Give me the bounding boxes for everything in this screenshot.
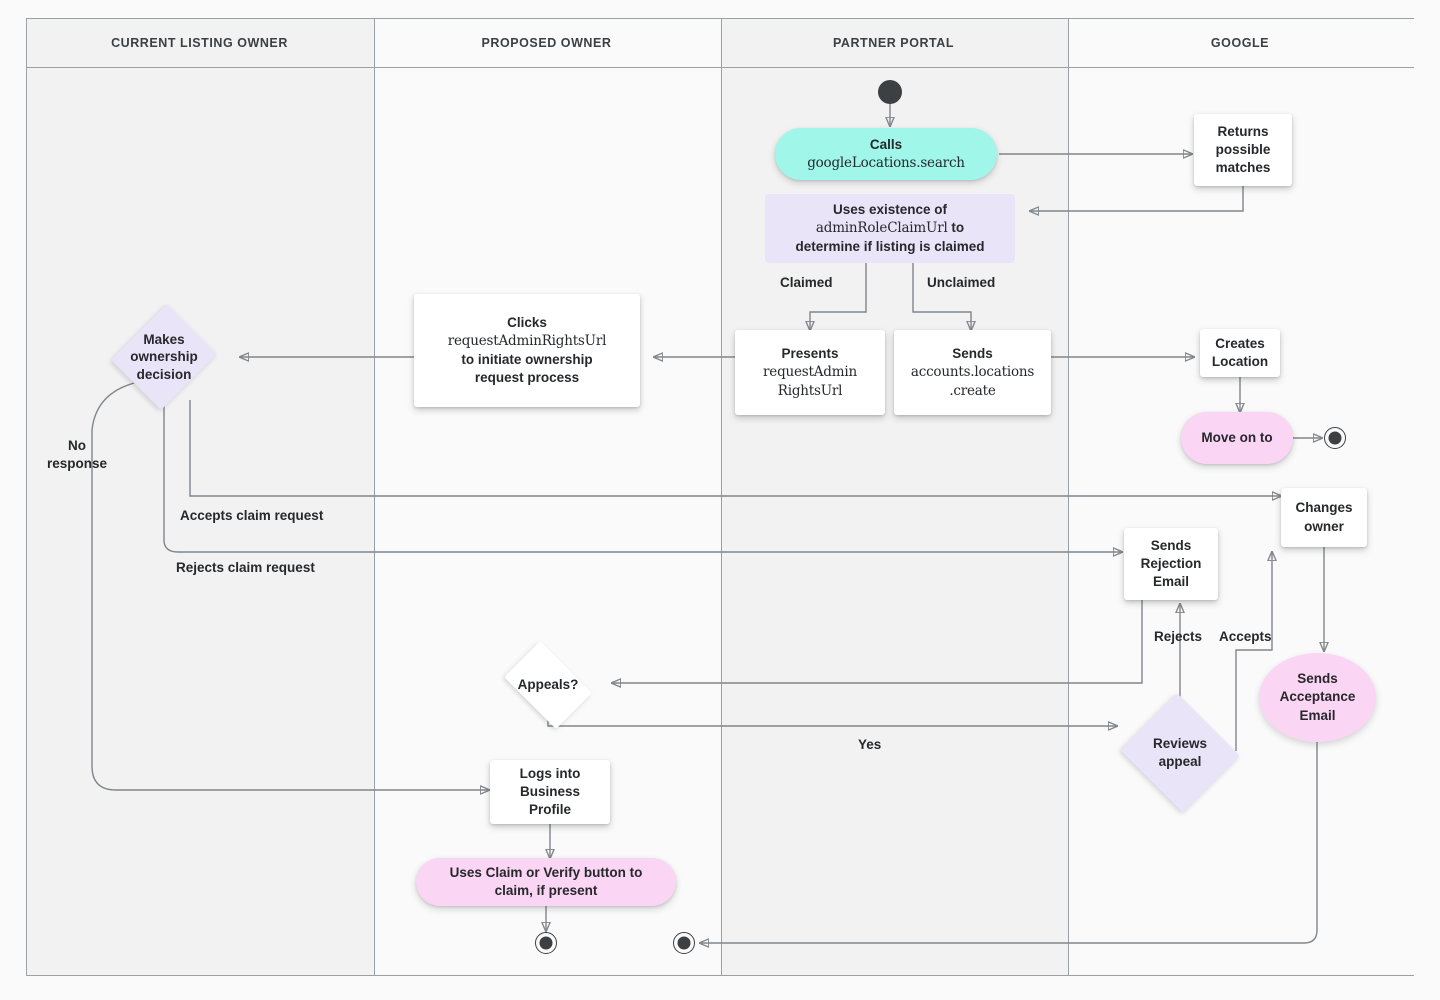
node-creates-location[interactable]: Creates Location (1200, 329, 1280, 377)
edge-accepts-claim-to-changes-owner (189, 400, 1281, 496)
node-label: Appeals? (517, 677, 579, 693)
edge-rejects-claim-to-rejection-email (163, 400, 1122, 552)
end-node-google (1324, 427, 1346, 449)
node-uses-existence-of-admin-role-claim-url[interactable]: Uses existence of adminRoleClaimUrl to d… (765, 194, 1015, 263)
node-makes-ownership-decision[interactable]: Makes ownership decision (111, 301, 217, 413)
node-line-2: googleLocations.search (807, 155, 965, 171)
edge-no-response-to-logs (91, 381, 489, 790)
node-line-2: requestAdminRightsUrl (447, 333, 607, 350)
node-label: Changes owner (1295, 500, 1353, 534)
node-line-1: Presents (781, 346, 839, 362)
node-reviews-appeal[interactable]: Reviews appeal (1117, 693, 1243, 813)
node-label: Logs into Business Profile (519, 765, 581, 818)
node-label: Sends Rejection Email (1140, 537, 1202, 590)
node-returns-possible-matches[interactable]: Returns possible matches (1194, 114, 1292, 186)
swimlane-header-divider (26, 67, 1414, 68)
node-line-1: Uses existence of (832, 202, 948, 218)
edge-label-rejects-claim-request: Rejects claim request (176, 560, 315, 575)
node-line-1: Calls (869, 136, 903, 152)
node-sends-acceptance-email[interactable]: Sends Acceptance Email (1259, 653, 1376, 742)
end-node-proposed-owner (535, 932, 557, 954)
node-appeals-decision[interactable]: Appeals? (496, 641, 600, 729)
node-clicks-request-admin-rights-url[interactable]: Clicks requestAdminRightsUrl to initiate… (414, 294, 640, 407)
edge-uses-unclaimed (912, 263, 971, 330)
node-logs-into-business-profile[interactable]: Logs into Business Profile (490, 760, 610, 824)
node-move-on-to[interactable]: Move on to (1181, 412, 1293, 464)
end-node-partner-portal (673, 932, 695, 954)
edge-returns-to-uses (1030, 186, 1244, 211)
start-node (878, 80, 902, 104)
node-label: Creates Location (1211, 335, 1269, 369)
node-label: Move on to (1201, 429, 1273, 445)
node-line-2-suffix: to (947, 220, 965, 236)
node-label: Makes ownership decision (130, 331, 198, 382)
edge-rejection-email-to-appeals (612, 600, 1143, 683)
edge-acceptance-to-end (700, 742, 1318, 943)
node-line-3: to initiate ownership request process (461, 351, 593, 385)
edge-label-yes: Yes (858, 737, 882, 752)
node-line-1: Clicks (507, 315, 547, 331)
node-label: Returns possible matches (1215, 123, 1271, 176)
node-label: Uses Claim or Verify button to claim, if… (449, 864, 643, 898)
edge-label-accepts-claim-request: Accepts claim request (180, 508, 324, 523)
edge-label-claimed: Claimed (780, 275, 833, 290)
node-line-2: adminRoleClaimUrl to (795, 219, 984, 237)
node-sends-accounts-locations-create[interactable]: Sends accounts.locations .create (894, 330, 1051, 415)
edge-label-no-response: No response (46, 438, 108, 471)
edge-reviews-accepts (1235, 552, 1272, 751)
swimlane-current-listing-owner (27, 19, 374, 975)
edge-appeals-yes-to-reviews (547, 713, 1117, 726)
edge-uses-claimed (810, 263, 867, 330)
node-line-2: accounts.locations .create (910, 364, 1035, 399)
node-label: Sends Acceptance Email (1279, 671, 1356, 723)
node-line-3: determine if listing is claimed (795, 238, 985, 254)
node-label: Reviews appeal (1152, 736, 1208, 769)
node-sends-rejection-email[interactable]: Sends Rejection Email (1124, 528, 1218, 600)
edge-label-accepts: Accepts (1219, 629, 1272, 644)
node-changes-owner[interactable]: Changes owner (1281, 488, 1367, 547)
node-code-token: adminRoleClaimUrl (815, 220, 948, 237)
node-line-2: requestAdmin RightsUrl (763, 364, 857, 399)
edge-label-rejects: Rejects (1154, 629, 1203, 644)
node-line-1: Sends (952, 346, 993, 362)
edge-label-unclaimed: Unclaimed (927, 275, 996, 290)
node-presents-request-admin-rights-url[interactable]: Presents requestAdmin RightsUrl (735, 330, 885, 415)
node-calls-google-locations-search[interactable]: Calls googleLocations.search (775, 128, 997, 180)
node-uses-claim-or-verify-button[interactable]: Uses Claim or Verify button to claim, if… (416, 858, 676, 906)
